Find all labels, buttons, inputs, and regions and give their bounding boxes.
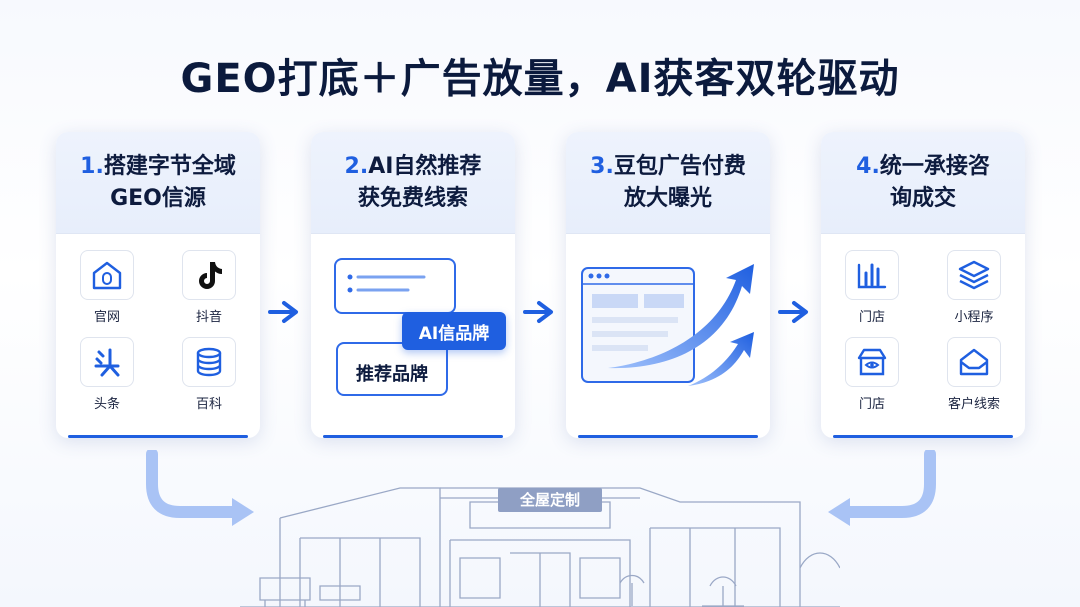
channel-store: 门店 xyxy=(821,250,923,325)
inbox-icon xyxy=(947,337,1001,387)
icon-label: 百科 xyxy=(195,397,222,412)
database-icon xyxy=(182,337,236,387)
step-title-line2: 放大曝光 xyxy=(623,185,712,211)
chat-bubble-icon xyxy=(334,258,456,314)
channel-icon-grid: 门店 小程序 门店 xyxy=(821,250,1025,412)
storefront-illustration xyxy=(240,487,840,607)
step-card-1: 1.搭建字节全域 GEO信源 官网 抖音 xyxy=(56,132,260,438)
step-number: 4. xyxy=(856,153,880,179)
step-card-header: 2.AI自然推荐 获免费线索 xyxy=(311,132,515,234)
arrow-right-icon xyxy=(523,301,553,323)
store-sign: 全屋定制 xyxy=(498,488,602,512)
step-number: 1. xyxy=(80,153,104,179)
step-number: 3. xyxy=(590,153,614,179)
step-title-line1: AI自然推荐 xyxy=(368,153,482,179)
source-douyin: 抖音 xyxy=(158,250,260,325)
bar-chart-icon xyxy=(845,250,899,300)
step-title-line1: 搭建字节全域 xyxy=(103,153,236,179)
step-number: 2. xyxy=(344,153,369,179)
toutiao-icon xyxy=(80,337,134,387)
card-accent-bar xyxy=(323,435,503,438)
house-icon xyxy=(80,250,134,300)
channel-leads: 客户线索 xyxy=(923,337,1025,412)
step-title-line2: GEO信源 xyxy=(110,185,206,211)
tiktok-icon xyxy=(182,250,236,300)
channel-store-2: 门店 xyxy=(821,337,923,412)
source-baike: 百科 xyxy=(158,337,260,412)
card-accent-bar xyxy=(68,435,248,438)
step-card-header: 3.豆包广告付费 放大曝光 xyxy=(566,132,770,234)
step-title-line1: 统一承接咨 xyxy=(879,153,990,179)
growth-browser-icon xyxy=(581,264,754,386)
step-card-3: 3.豆包广告付费 放大曝光 xyxy=(566,132,770,438)
card-accent-bar xyxy=(833,435,1013,438)
step-card-header: 4.统一承接咨 询成交 xyxy=(821,132,1025,234)
recommend-brand-badge: 推荐品牌 xyxy=(336,342,448,396)
icon-label: 门店 xyxy=(858,397,885,412)
icon-label: 小程序 xyxy=(954,310,994,325)
curved-arrow-left-icon xyxy=(146,450,254,526)
icon-label: 官网 xyxy=(93,310,120,325)
store-icon xyxy=(845,337,899,387)
channel-miniprogram: 小程序 xyxy=(923,250,1025,325)
icon-label: 头条 xyxy=(93,397,120,412)
step-card-2: 2.AI自然推荐 获免费线索 xyxy=(311,132,515,438)
icon-label: 抖音 xyxy=(195,310,222,325)
arrow-right-icon xyxy=(268,301,298,323)
icon-label: 门店 xyxy=(858,310,885,325)
step-title-line2: 获免费线索 xyxy=(357,185,468,211)
page-title: GEO打底＋广告放量，AI获客双轮驱动 xyxy=(180,56,900,102)
icon-label: 客户线索 xyxy=(947,397,1000,412)
step-title-line2: 询成交 xyxy=(889,185,956,211)
step-card-header: 1.搭建字节全域 GEO信源 xyxy=(56,132,260,234)
source-official-site: 官网 xyxy=(56,250,158,325)
ai-brand-badge: AI信品牌 xyxy=(402,312,506,350)
layers-icon xyxy=(947,250,1001,300)
card-accent-bar xyxy=(578,435,758,438)
step-card-4: 4.统一承接咨 询成交 门店 小程序 xyxy=(821,132,1025,438)
source-icon-grid: 官网 抖音 头条 百科 xyxy=(56,250,260,412)
step-title-line1: 豆包广告付费 xyxy=(613,153,746,179)
source-toutiao: 头条 xyxy=(56,337,158,412)
arrow-right-icon xyxy=(778,301,808,323)
curved-arrow-right-icon xyxy=(828,450,936,526)
